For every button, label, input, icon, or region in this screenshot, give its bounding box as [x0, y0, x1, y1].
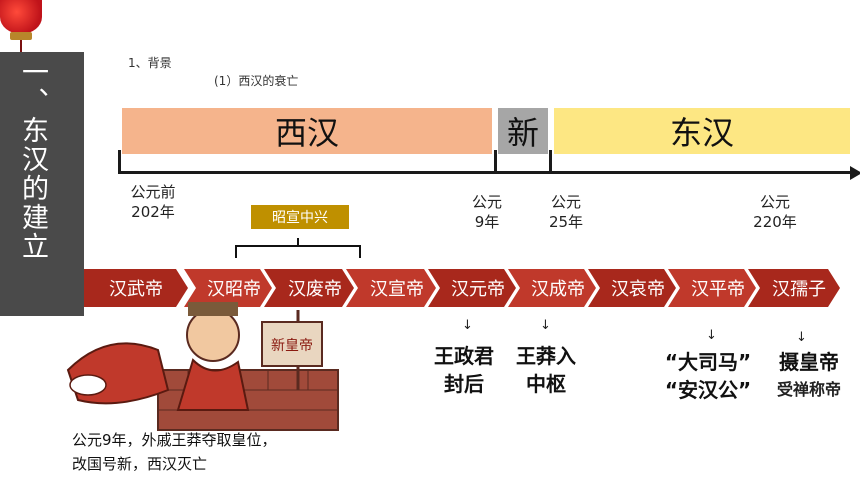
timeline-arrow-icon: [850, 166, 860, 180]
emperor-chevron: [264, 269, 354, 307]
event-line: 王莽入: [516, 344, 576, 368]
event-usurp: 摄皇帝 受禅称帝: [764, 348, 854, 404]
section-heading: 1、背景: [128, 56, 172, 70]
tick-label-line: 公元前: [130, 183, 176, 201]
emperor-wu: 汉武帝: [109, 279, 163, 300]
event-wang-zhengjun: 王政君 封后: [424, 342, 504, 398]
event-line: “大司马”: [664, 350, 752, 374]
arrow-down-icon: ↓: [796, 330, 807, 345]
arrow-down-icon: ↓: [462, 318, 473, 333]
emperor-chevron: [84, 269, 188, 307]
emperor-bar: [84, 269, 840, 307]
era-west-han: 西汉: [122, 108, 492, 154]
emperor-cheng: 汉成帝: [531, 279, 585, 300]
emperor-chevron: [508, 269, 596, 307]
emperor-chevron: [346, 269, 436, 307]
event-wang-mang-center: 王莽入 中枢: [506, 342, 586, 398]
sidebar-title: 一、东汉的建立: [17, 58, 48, 261]
tick-label-line: 公元: [471, 193, 502, 211]
wang-mang-illustration: 新皇帝: [66, 302, 339, 431]
era-east-han: 东汉: [554, 108, 850, 154]
tick-9ad: [494, 150, 497, 174]
emperor-chevron: [428, 269, 516, 307]
event-titles: “大司马” “安汉公”: [656, 348, 760, 404]
event-line: “安汉公”: [664, 378, 752, 402]
lantern-cap: [10, 32, 32, 40]
emperor-chevron: [748, 269, 840, 307]
tick-label-25ad: 公元 25年: [538, 192, 594, 232]
zhaoxuan-label: 昭宣中兴: [251, 205, 349, 229]
emperor-yuan: 汉元帝: [451, 279, 505, 300]
emperor-fei: 汉废帝: [288, 279, 342, 300]
tick-label-line: 公元: [759, 193, 790, 211]
arrow-down-icon: ↓: [540, 318, 551, 333]
sidebar: [0, 52, 84, 316]
event-line: 中枢: [526, 372, 566, 396]
emperor-xuan: 汉宣帝: [370, 279, 424, 300]
emperor-zhao: 汉昭帝: [207, 279, 261, 300]
event-line: 封后: [444, 372, 484, 396]
tick-label-line: 公元: [550, 193, 581, 211]
arrow-down-icon: ↓: [706, 328, 717, 343]
tick-label-220ad: 公元 220年: [745, 192, 805, 232]
emperor-chevron: [588, 269, 676, 307]
emperor-ruzi: 汉孺子: [772, 279, 826, 300]
tick-202bc: [118, 150, 121, 174]
tick-label-line: 220年: [753, 213, 797, 231]
tick-label-9ad: 公元 9年: [462, 192, 512, 232]
emperor-chevron: [668, 269, 756, 307]
emperor-chevron: [184, 269, 272, 307]
event-line: 摄皇帝: [779, 350, 839, 374]
tick-label-202bc: 公元前 202年: [118, 182, 188, 222]
subsection-heading: (1）西汉的衰亡: [214, 74, 299, 88]
era-xin: 新: [498, 108, 548, 154]
caption: 公元9年，外戚王莽夺取皇位， 改国号新，西汉灭亡: [72, 428, 277, 476]
caption-line: 改国号新，西汉灭亡: [72, 455, 208, 473]
timeline-axis: [118, 171, 856, 174]
tick-label-line: 202年: [131, 203, 175, 221]
emperor-ai: 汉哀帝: [611, 279, 665, 300]
banner-text: 新皇帝: [271, 338, 313, 354]
tick-label-line: 9年: [474, 213, 500, 231]
caption-line: 公元9年，外戚王莽夺取皇位，: [72, 431, 277, 449]
lantern-icon: [0, 0, 42, 34]
tick-25ad: [549, 150, 552, 174]
brace-icon: [235, 238, 361, 258]
tick-label-line: 25年: [548, 213, 584, 231]
event-line: 王政君: [434, 344, 494, 368]
event-line: 受禅称帝: [776, 380, 841, 399]
emperor-ping: 汉平帝: [691, 279, 745, 300]
